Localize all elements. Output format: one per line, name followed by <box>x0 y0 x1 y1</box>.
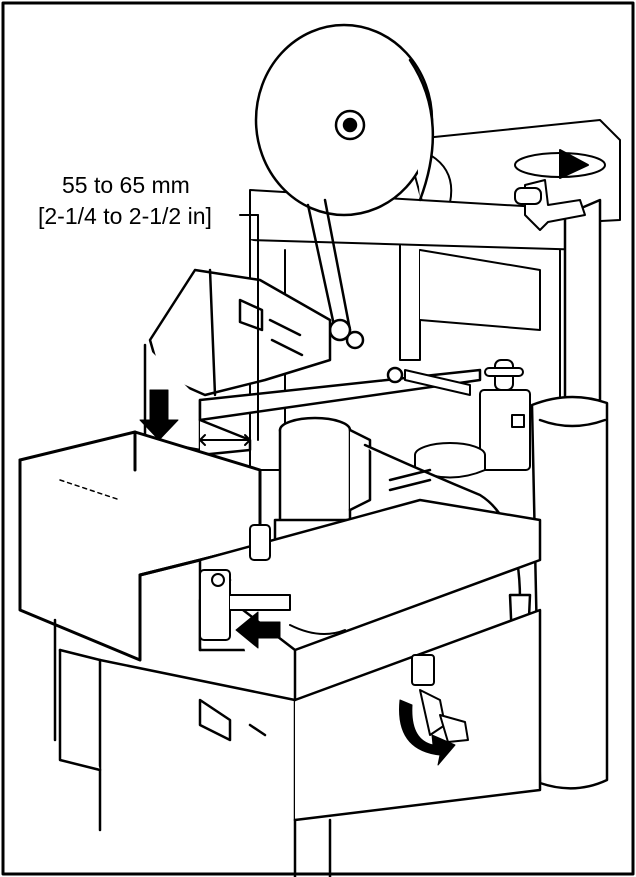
left-arrow-icon <box>235 611 281 649</box>
carton <box>18 430 262 662</box>
front-knob <box>411 654 469 743</box>
dimension-label-metric: 55 to 65 mm <box>62 172 190 198</box>
dimension-line <box>199 214 259 446</box>
column-post <box>530 198 609 790</box>
down-arrow-icon <box>139 389 179 441</box>
dimension-label-imperial: [2-1/4 to 2-1/2 in] <box>38 203 212 229</box>
top-knob <box>514 149 606 231</box>
rotate-arrow-icon <box>399 699 456 766</box>
tape-roll <box>254 23 435 350</box>
side-bracket <box>404 359 531 479</box>
upper-head <box>143 268 482 457</box>
machine-bed <box>53 498 542 877</box>
lower-guide <box>199 524 346 641</box>
